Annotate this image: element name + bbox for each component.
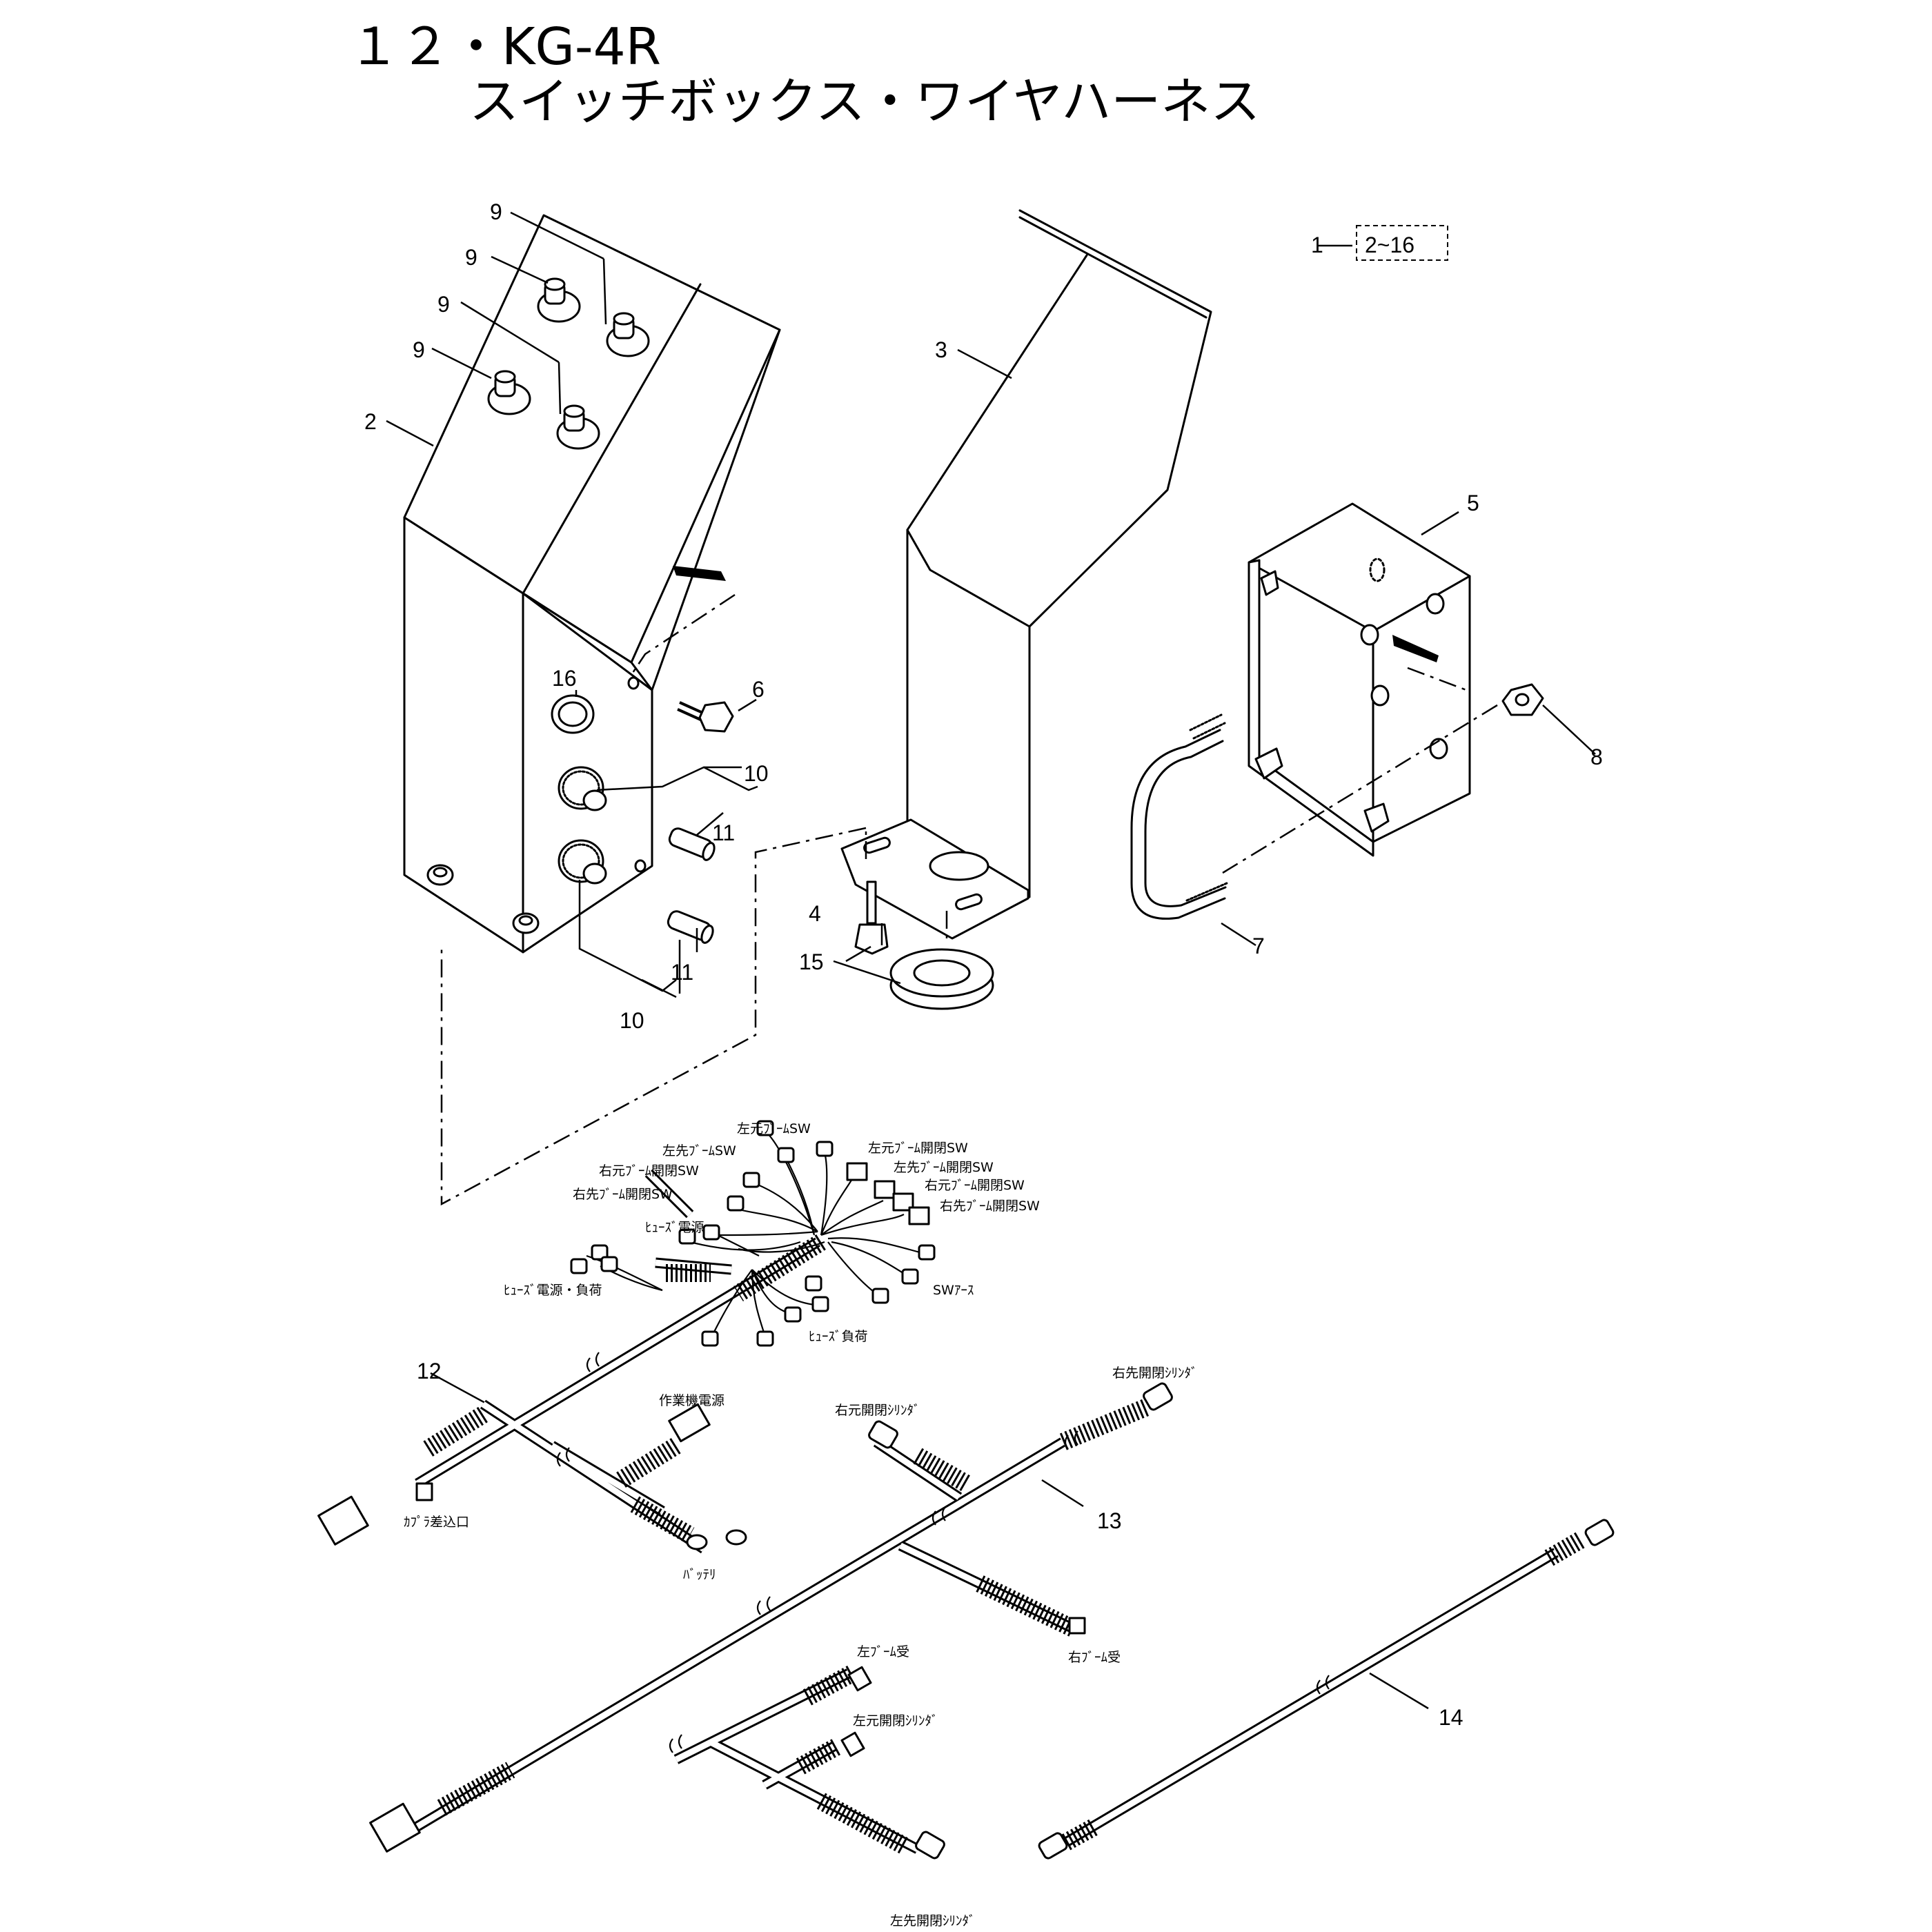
label-l16: 右元開閉ｼﾘﾝﾀﾞ: [835, 1403, 920, 1418]
part-number-7: 7: [1252, 934, 1265, 958]
label-l17: 右先開閉ｼﾘﾝﾀﾞ: [1112, 1366, 1198, 1381]
bracket-5: [1248, 502, 1471, 857]
label-l13: 作業機電源: [659, 1393, 724, 1408]
harness-14: [1038, 1519, 1615, 1860]
toggle-switch-c: [487, 370, 531, 415]
u-bolt-7: [1130, 713, 1228, 920]
label-l05: 左元ﾌﾞｰﾑ開閉SW: [868, 1141, 968, 1156]
page-title: １２・KG-4R: [348, 17, 662, 77]
part-number-13: 13: [1097, 1508, 1122, 1533]
bracket-3: [840, 209, 1212, 940]
label-l10: ﾋｭｰｽﾞ電源・負荷: [504, 1283, 602, 1298]
label-l11: SWｱｰｽ: [933, 1283, 974, 1298]
toggle-switch-a: [537, 277, 581, 323]
part-number-10b: 10: [620, 1008, 644, 1033]
label-l12: ﾋｭｰｽﾞ負荷: [809, 1329, 868, 1344]
part-number-9b: 9: [465, 245, 477, 270]
part-number-6: 6: [752, 677, 765, 702]
label-l21: 左先開閉ｼﾘﾝﾀﾞ: [890, 1913, 976, 1929]
part-number-9d: 9: [413, 337, 425, 362]
harness-13: [369, 1382, 1173, 1860]
fuse-upper: [668, 827, 716, 861]
harness-12: [317, 1169, 826, 1554]
page-subtitle: スイッチボックス・ワイヤハーネス: [469, 72, 1261, 130]
part-number-8: 8: [1590, 745, 1603, 769]
label-l09: ﾋｭｰｽﾞ電源: [645, 1220, 704, 1235]
part-number-14: 14: [1439, 1705, 1463, 1730]
part-number-5: 5: [1467, 491, 1479, 515]
label-l03: 右元ﾌﾞｰﾑ開閉SW: [599, 1163, 699, 1179]
label-l08: 右先ﾌﾞｰﾑ開閉SW: [940, 1199, 1040, 1214]
label-l15: ﾊﾞｯﾃﾘ: [683, 1567, 716, 1582]
part-number-9a: 9: [490, 199, 502, 224]
fuse-holder-lower: [558, 839, 607, 885]
label-l01: 左元ﾌﾞｰﾑSW: [737, 1121, 811, 1136]
label-l07: 右元ﾌﾞｰﾑ開閉SW: [925, 1178, 1025, 1193]
part-number-1: 1: [1311, 233, 1323, 257]
label-l14: ｶﾌﾟﾗ差込口: [404, 1515, 469, 1530]
part-number-12: 12: [417, 1359, 442, 1383]
part-number-15: 15: [799, 949, 824, 974]
part-number-9c: 9: [437, 292, 450, 317]
part-number-11b: 11: [671, 960, 693, 985]
part-number-4: 4: [809, 901, 821, 926]
label-l18: 右ﾌﾞｰﾑ受: [1068, 1650, 1121, 1665]
part-number-3: 3: [935, 337, 947, 362]
bolt-4: [854, 880, 889, 955]
toggle-switch-b: [606, 312, 650, 357]
label-l20: 左元開閉ｼﾘﾝﾀﾞ: [853, 1713, 938, 1728]
label-l06: 左先ﾌﾞｰﾑ開閉SW: [894, 1160, 994, 1175]
grommet-15: [889, 948, 994, 1010]
part-range-1: 2~16: [1365, 233, 1414, 257]
label-l04: 右先ﾌﾞｰﾑ開閉SW: [573, 1187, 673, 1202]
pilot-lamp: [551, 694, 595, 734]
part-number-11a: 11: [712, 820, 735, 845]
fuse-lower: [667, 910, 714, 944]
part-number-16: 16: [552, 666, 577, 691]
leader-lines: [386, 211, 1596, 1710]
part-number-2: 2: [364, 409, 377, 434]
nut-8: [1501, 683, 1544, 716]
screw-6: [677, 701, 734, 733]
harness-12-branches: [570, 1120, 936, 1347]
label-l19: 左ﾌﾞｰﾑ受: [857, 1644, 909, 1659]
fuse-holder-upper: [558, 766, 607, 811]
part-number-10a: 10: [744, 761, 769, 786]
label-l02: 左先ﾌﾞｰﾑSW: [662, 1143, 736, 1159]
toggle-switch-d: [556, 404, 600, 450]
